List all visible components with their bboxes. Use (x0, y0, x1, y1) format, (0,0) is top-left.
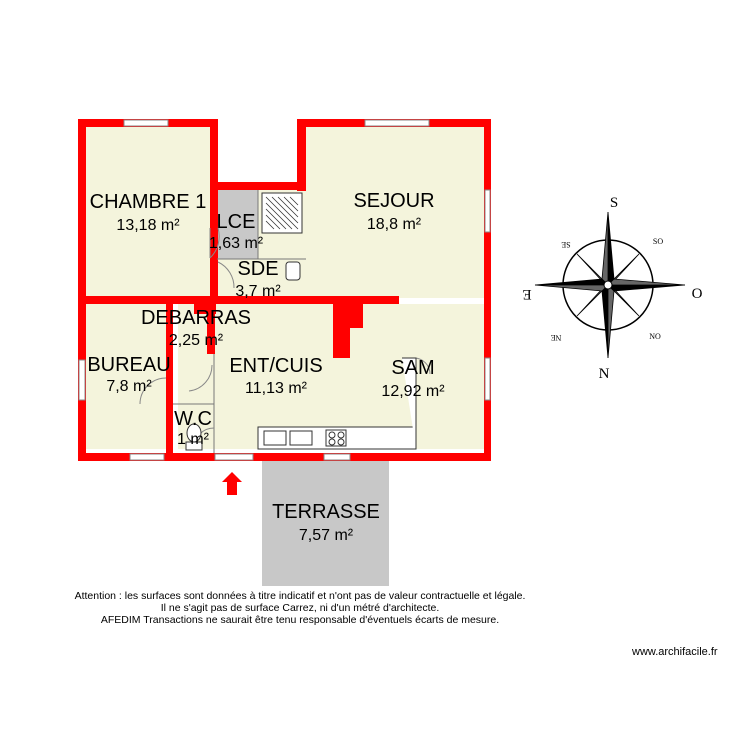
room-name-debarras: DEBARRAS (141, 307, 251, 329)
room-area-lce: 1,63 m² (209, 235, 264, 252)
compass-n: N (599, 366, 610, 382)
room-area-bureau: 7,8 m² (106, 378, 152, 395)
room-area-sejour: 18,8 m² (367, 216, 422, 233)
windows (78, 119, 491, 461)
room-name-entcuis: ENT/CUIS (229, 355, 322, 377)
disclaimer-line-3: AFEDIM Transactions ne saurait être tenu… (100, 614, 500, 626)
compass-s: S (610, 195, 618, 211)
room-area-entcuis: 11,13 m² (245, 380, 308, 397)
room-area-wc: 1 m² (177, 431, 210, 448)
room-name-terrasse: TERRASSE (272, 501, 380, 523)
room-name-bureau: BUREAU (87, 354, 170, 376)
compass-se: SE (561, 240, 570, 249)
room-area-terrasse: 7,57 m² (299, 527, 354, 544)
terrace-area (262, 460, 389, 586)
room-area-chambre1: 13,18 m² (116, 217, 180, 234)
room-area-debarras: 2,25 m² (169, 332, 224, 349)
room-name-sam: SAM (391, 357, 434, 379)
toilet (185, 423, 203, 451)
disclaimer-line-1: Attention : les surfaces sont données à … (74, 590, 526, 602)
washbasin (285, 261, 301, 281)
compass-so: SO (653, 237, 663, 246)
room-name-chambre1: CHAMBRE 1 (90, 191, 207, 213)
entrance-arrow-icon (222, 472, 242, 495)
room-area-sde: 3,7 m² (235, 283, 281, 300)
kitchen-counter (257, 357, 417, 450)
partitions (173, 190, 306, 453)
room-name-lce: LCE (217, 211, 256, 233)
disclaimer-line-2: Il ne s'agit pas de surface Carrez, ni d… (160, 602, 440, 614)
credit-text: www.archifacile.fr (632, 646, 718, 658)
room-name-sde: SDE (237, 258, 278, 280)
floors (86, 126, 484, 449)
room-name-wc: W.C (174, 408, 212, 430)
compass-ne: NE (551, 333, 562, 342)
lce-floor (217, 189, 258, 259)
compass-o: O (692, 286, 703, 302)
shower-tray (261, 192, 303, 234)
compass-rose-icon: S N O E SO NO SE NE (522, 195, 702, 382)
compass-no: NO (649, 332, 661, 341)
room-name-sejour: SEJOUR (353, 190, 434, 212)
room-area-sam: 12,92 m² (381, 383, 445, 400)
compass-e: E (522, 286, 531, 302)
